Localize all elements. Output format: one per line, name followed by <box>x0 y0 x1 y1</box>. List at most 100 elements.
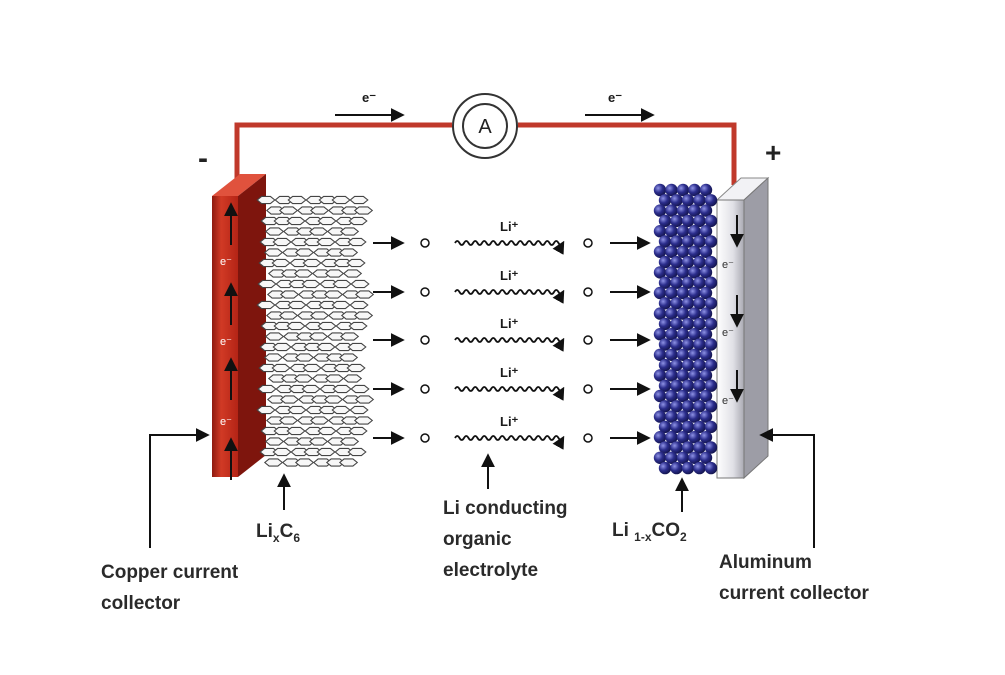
cathode-particle <box>681 338 695 351</box>
graphite-hexagon <box>265 416 286 425</box>
cathode-particle <box>699 183 713 197</box>
cathode-particle <box>658 441 672 454</box>
cathode-particle <box>693 255 706 269</box>
cathode-particle <box>688 451 701 464</box>
anode-electron-label: e⁻ <box>220 256 232 268</box>
ion-row: Li⁺ <box>373 365 651 401</box>
graphite-hexagon <box>287 300 307 310</box>
cathode-particle <box>704 379 718 392</box>
graphite-hexagon <box>320 258 340 268</box>
graphite-hexagon <box>311 374 332 383</box>
cathode-particle <box>676 204 690 217</box>
cathode-particle <box>688 369 701 382</box>
cathode-particle <box>704 338 718 351</box>
cathode-particle <box>676 451 690 464</box>
graphite-hexagon <box>272 447 292 457</box>
graphite-hexagon <box>327 206 348 215</box>
ion-row: Li⁺ <box>373 414 651 450</box>
graphite-hexagon <box>281 353 302 362</box>
graphite-hexagon <box>308 332 329 341</box>
cathode-particle <box>704 441 718 454</box>
cathode-particle <box>699 245 713 258</box>
cathode-particles <box>653 183 718 475</box>
cathode-particle <box>704 194 718 207</box>
graphite-hexagon <box>305 195 325 205</box>
cathode-material-label: Li 1-xCO2 <box>612 520 687 544</box>
graphite-hexagon <box>310 395 331 404</box>
graphite-hexagon <box>320 363 340 373</box>
graphite-hexagon <box>295 227 316 236</box>
graphite-hexagon <box>347 342 367 352</box>
graphite-hexagon <box>341 395 362 404</box>
cathode-particle <box>676 348 690 361</box>
graphite-hexagon <box>264 437 285 446</box>
ion-row: Li⁺ <box>373 268 651 304</box>
graphite-hexagon <box>296 416 317 425</box>
graphite-hexagon <box>333 258 353 268</box>
li-ion-label: Li⁺ <box>500 316 519 331</box>
ion-wave-arrow <box>454 240 565 255</box>
graphite-hexagon <box>293 374 314 383</box>
cathode-particle <box>670 461 683 475</box>
graphite-hexagon <box>258 363 278 373</box>
graphite-hexagon <box>274 300 294 310</box>
graphite-hexagon <box>288 279 308 289</box>
cathode-particle <box>693 297 706 310</box>
graphite-hexagon <box>294 458 315 467</box>
cathode-particle <box>676 328 690 341</box>
graphite-hexagon <box>335 321 355 331</box>
cathode-particle <box>665 389 678 403</box>
cathode-particle <box>688 204 701 217</box>
cathode-particle <box>704 214 718 228</box>
graphite-hexagon <box>278 311 299 320</box>
anode-material-label: LixC6 <box>256 521 300 545</box>
graphite-hexagon <box>260 321 280 331</box>
graphite-hexagon <box>353 311 374 320</box>
ion-wave-arrow <box>454 337 565 352</box>
graphite-hexagon <box>339 332 360 341</box>
cathode-particle <box>653 204 667 217</box>
graphite-hexagon <box>340 311 361 320</box>
graphite-hexagon <box>326 437 347 446</box>
aluminum-collector-label: Aluminum current collector <box>719 552 870 604</box>
graphite-hexagon <box>265 311 286 320</box>
cathode-particle <box>688 225 701 238</box>
cathode-particle <box>704 235 718 248</box>
cathode-electron-arrows: e⁻e⁻e⁻ <box>722 215 744 407</box>
cathode-particle <box>688 410 701 423</box>
cathode-particle <box>670 400 683 413</box>
cathode-particle <box>676 431 690 444</box>
graphite-hexagon <box>301 279 321 289</box>
graphite-hexagon <box>260 216 280 226</box>
graphite-hexagon <box>316 342 336 352</box>
cathode-particle <box>670 441 683 454</box>
graphite-hexagon <box>325 353 346 362</box>
graphite-hexagon <box>339 227 360 236</box>
cathode-particle <box>653 225 667 238</box>
cathode-particle <box>653 451 667 464</box>
anode-electron-label: e⁻ <box>220 336 232 348</box>
graphite-hexagon <box>303 237 323 247</box>
graphite-hexagon <box>286 321 306 331</box>
cathode-particle <box>693 420 706 434</box>
svg-text:Copper current: Copper current <box>101 562 239 583</box>
cathode-particle <box>688 245 701 258</box>
graphite-hexagon <box>309 311 330 320</box>
graphite-hexagon <box>259 237 279 247</box>
graphite-hexagon <box>346 258 366 268</box>
cathode-particle <box>699 204 713 217</box>
graphite-hexagon <box>256 405 276 415</box>
svg-text:collector: collector <box>101 593 181 614</box>
graphite-hexagon <box>271 258 291 268</box>
anode-electron-arrows: e⁻e⁻e⁻ <box>220 202 238 480</box>
graphite-hexagon <box>296 311 317 320</box>
cathode-particle <box>688 348 701 361</box>
cathode-particle <box>665 225 678 238</box>
graphite-hexagon <box>282 227 303 236</box>
graphite-hexagon <box>301 384 321 394</box>
cathode-particle <box>693 400 706 413</box>
graphite-hexagon <box>346 363 366 373</box>
graphite-hexagon <box>259 447 279 457</box>
graphite-hexagon <box>349 405 369 415</box>
ion-wave-arrow <box>454 289 565 304</box>
